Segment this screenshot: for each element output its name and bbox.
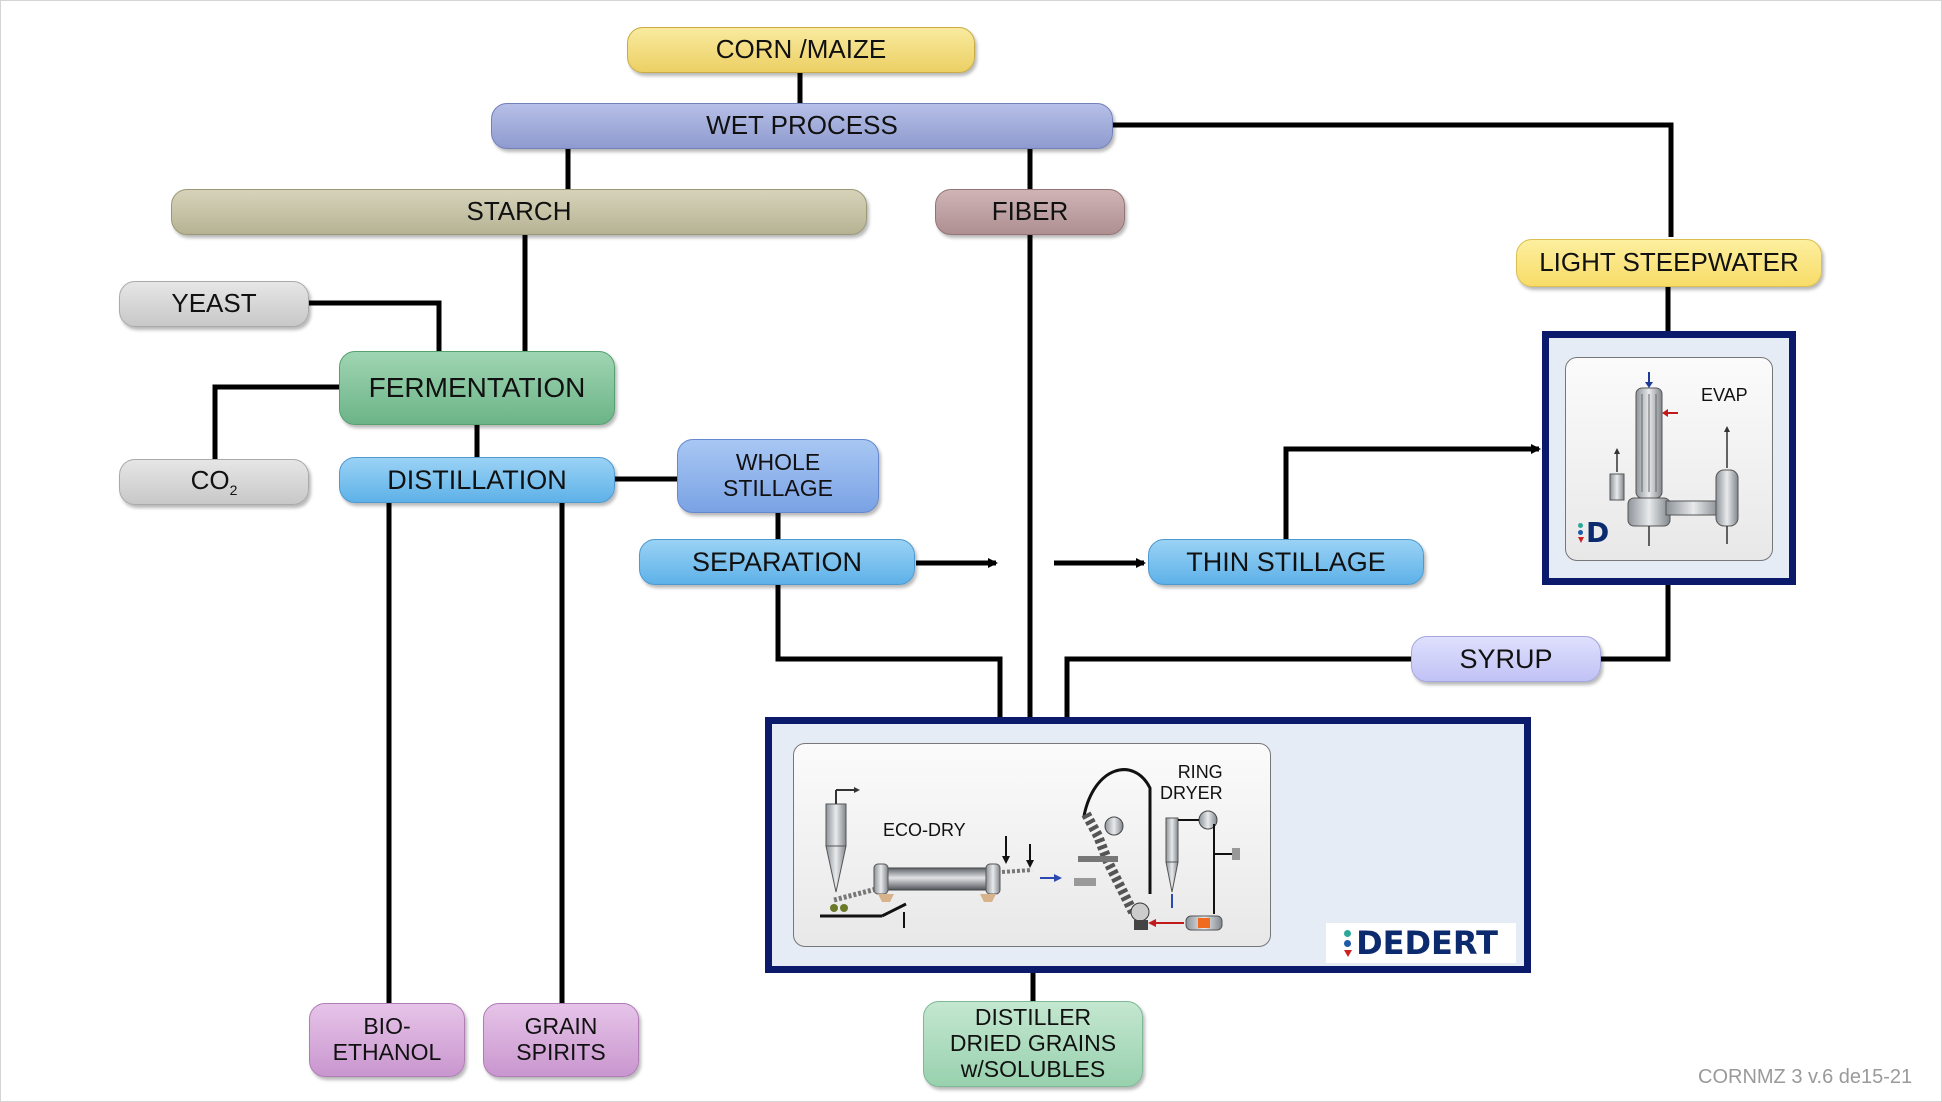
evaporator-card: EVAP D [1565,357,1773,561]
line-separation-dryer [775,585,1003,743]
node-ddgs-line3: w/SOLUBLES [960,1055,1106,1082]
node-corn-maize-label: CORN /MAIZE [715,34,887,65]
node-thin-stillage-label: THIN STILLAGE [1186,546,1386,577]
node-ddgs-line2: DRIED GRAINS [949,1030,1117,1057]
node-starch: STARCH [171,189,867,235]
node-ddgs: DISTILLER DRIED GRAINS w/SOLUBLES [923,1001,1143,1087]
dryer-card: ECO-DRY RING DRYER [793,743,1271,947]
node-co2: CO2 [119,459,309,505]
eco-dry-label: ECO-DRY [883,820,966,840]
node-starch-label: STARCH [466,196,572,227]
node-light-steepwater-label: LIGHT STEEPWATER [1539,247,1799,278]
node-ddgs-label: DISTILLER DRIED GRAINS w/SOLUBLES [949,1004,1117,1082]
ring-dryer-line1: RING [1177,762,1223,782]
node-whole-stillage-label: WHOLE STILLAGE [723,449,833,502]
node-bio-ethanol-label: BIO- ETHANOL [332,1013,442,1066]
node-light-steepwater: LIGHT STEEPWATER [1516,239,1822,287]
line-syrup-dryer [1064,656,1411,743]
node-bio-ethanol: BIO- ETHANOL [309,1003,465,1077]
node-whole-stillage-line2: STILLAGE [723,475,833,501]
node-fiber-label: FIBER [991,196,1069,227]
node-grain-spirits-line2: SPIRITS [516,1039,606,1065]
dedert-logo: DEDERT [1326,923,1516,963]
node-fermentation: FERMENTATION [339,351,615,425]
dedert-small-logo-letter: D [1586,516,1610,549]
line-thin-stillage-evap [1283,444,1541,539]
dedert-logo-text: DEDERT [1356,924,1498,962]
node-wet-process: WET PROCESS [491,103,1113,149]
node-yeast: YEAST [119,281,309,327]
node-syrup: SYRUP [1411,636,1601,682]
node-wet-process-label: WET PROCESS [706,110,898,141]
node-fermentation-label: FERMENTATION [368,372,586,404]
line-evap-syrup [1601,559,1671,662]
co2-subscript: 2 [229,481,238,498]
line-fermentation-co2 [212,384,339,459]
ring-dryer-line2: DRYER [1160,782,1223,803]
node-whole-stillage-line1: WHOLE [735,449,821,476]
node-co2-label: CO2 [190,464,238,499]
logo-dots-icon [1344,929,1353,957]
node-bio-ethanol-line1: BIO- [363,1013,411,1040]
line-yeast-fermentation [309,300,442,351]
node-separation: SEPARATION [639,539,915,585]
logo-dots-icon [1578,523,1584,543]
node-grain-spirits-label: GRAIN SPIRITS [516,1013,606,1066]
ring-dryer-label: RING DRYER [1160,762,1223,803]
version-footer: CORNMZ 3 v.6 de15-21 [1698,1066,1913,1088]
node-separation-label: SEPARATION [691,546,863,577]
evaporator-icon [1609,372,1739,546]
node-thin-stillage: THIN STILLAGE [1148,539,1424,585]
line-wet-steepwater [1111,122,1674,237]
node-distillation: DISTILLATION [339,457,615,503]
node-distillation-label: DISTILLATION [387,464,567,495]
dedert-small-logo: D [1578,518,1618,548]
co2-text: CO [190,464,230,495]
node-syrup-label: SYRUP [1459,643,1553,674]
node-grain-spirits: GRAIN SPIRITS [483,1003,639,1077]
node-ddgs-line1: DISTILLER [974,1004,1092,1031]
node-yeast-label: YEAST [171,288,257,319]
node-fiber: FIBER [935,189,1125,235]
node-bio-ethanol-line2: ETHANOL [332,1039,442,1065]
evaporator-label: EVAP [1701,385,1748,405]
eco-dry-ring-dryer-icon [820,768,1240,931]
node-whole-stillage: WHOLE STILLAGE [677,439,879,513]
node-corn-maize: CORN /MAIZE [627,27,975,73]
node-grain-spirits-line1: GRAIN [524,1013,598,1040]
